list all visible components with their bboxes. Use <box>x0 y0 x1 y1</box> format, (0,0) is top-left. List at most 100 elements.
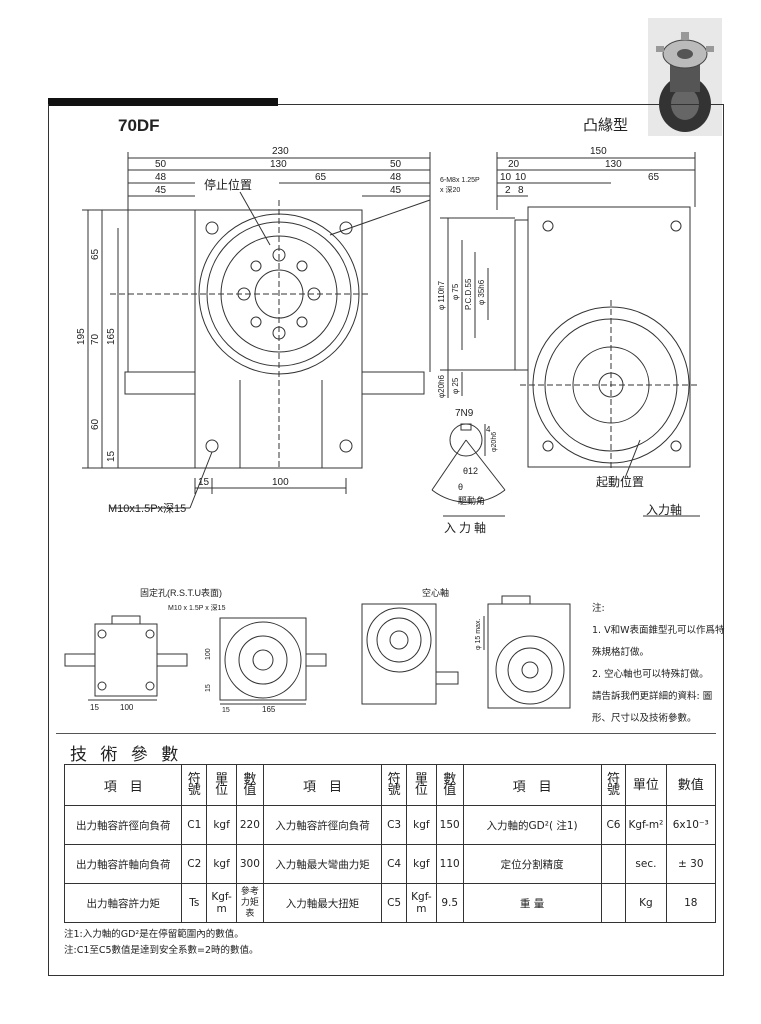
dim-50-left: 50 <box>155 159 167 170</box>
model-title: 70DF <box>118 116 160 135</box>
cell-value: ± 30 <box>665 844 716 884</box>
cell-unit: kgf <box>405 805 437 845</box>
hdr-symbol: 符號 <box>381 764 407 806</box>
dim-48-right: 48 <box>390 172 402 183</box>
cell-unit: Kgf-m <box>405 883 437 923</box>
note-line-3: 2. 空心軸也可以特殊訂做。 <box>592 669 709 680</box>
bv-dim-15h: 15 <box>222 707 230 714</box>
spec-header-row: 項 目 符號 單位 數值 項 目 符號 單位 數值 項 目 符號 單位 數值 <box>63 764 716 806</box>
stop-position-label: 停止位置 <box>204 177 252 192</box>
dim-15-v: 15 <box>106 450 117 462</box>
cell-symbol: C6 <box>600 805 627 845</box>
cell-value: 9.5 <box>435 883 464 923</box>
cell-value: 18 <box>665 883 716 923</box>
bottom-view-b <box>219 617 307 701</box>
dim-70: 70 <box>90 333 101 345</box>
side-dim-20: 20 <box>508 159 520 170</box>
note-line-5: 形、尺寸以及技術參數。 <box>592 713 697 724</box>
dim-75: φ 75 <box>451 283 460 300</box>
cell-symbol <box>600 844 627 884</box>
dim-110h7: φ 110h7 <box>437 280 446 310</box>
bv-dim-100v: 100 <box>205 648 212 660</box>
front-shaft-left <box>124 371 196 395</box>
side-dim-10b: 10 <box>515 172 527 183</box>
start-position-label: 起動位置 <box>596 474 644 489</box>
bottom-view-a <box>94 623 158 697</box>
cell-item: 出力軸容許軸向負荷 <box>63 844 183 884</box>
cell-value: 110 <box>435 844 464 884</box>
table-row: 出力軸容許徑向負荷 C1 kgf 220 入力軸容許徑向負荷 C3 kgf 15… <box>63 805 716 845</box>
side-body <box>527 206 691 468</box>
shaft-dim-20h6: φ20h6 <box>491 432 498 452</box>
cell-symbol: Ts <box>181 883 208 923</box>
cell-unit: kgf <box>206 844 237 884</box>
fix-thread-label: M10 x 1.5P x 深15 <box>168 603 226 612</box>
notes-title: 注: <box>592 603 605 614</box>
dim-45-left: 45 <box>155 185 167 196</box>
dim-45-right: 45 <box>390 185 402 196</box>
cell-symbol: C5 <box>381 883 407 923</box>
spec-table: 項 目 符號 單位 數值 項 目 符號 單位 數值 項 目 符號 單位 數值 出… <box>63 764 716 923</box>
thread-label: M10x1.5Px深15 <box>108 502 186 515</box>
side-dim-130: 130 <box>605 159 622 170</box>
section-divider <box>56 733 716 734</box>
cell-value: 220 <box>236 805 264 845</box>
cell-item: 出力軸容許力矩 <box>63 883 183 923</box>
table-row: 出力軸容許力矩 Ts Kgf-m 參考力矩表 入力軸最大扭矩 C5 Kgf-m … <box>63 883 716 923</box>
technical-drawing: 230 130 50 48 45 50 48 45 65 停止位置 195 65… <box>64 146 700 714</box>
cell-value: 參考力矩表 <box>236 883 264 923</box>
cell-unit: sec. <box>625 844 667 884</box>
dim-60: 60 <box>90 418 101 430</box>
shaft-dim-4: 4 <box>486 425 491 434</box>
key-7n9: 7N9 <box>455 408 474 419</box>
dim-48-left: 48 <box>155 172 167 183</box>
dim-195: 195 <box>76 328 87 345</box>
note-line-2: 殊規格訂做。 <box>592 647 650 658</box>
side-dim-8: 8 <box>518 185 524 196</box>
hollow-view-a <box>361 603 437 705</box>
dim-35h6: φ 35h6 <box>477 279 486 305</box>
hollow-shaft-label: 空心軸 <box>422 587 449 598</box>
dim-100: 100 <box>272 477 289 488</box>
hdr-item: 項 目 <box>462 764 602 806</box>
cell-symbol: C2 <box>181 844 208 884</box>
dim-50-right: 50 <box>390 159 402 170</box>
dim-130: 130 <box>270 159 287 170</box>
hdr-value: 數值 <box>435 764 464 806</box>
input-shaft-label: 入力軸 <box>444 521 489 535</box>
specs-title: 技 術 參 數 <box>70 745 183 765</box>
table-row: 出力軸容許軸向負荷 C2 kgf 300 入力軸最大彎曲力矩 C4 kgf 11… <box>63 844 716 884</box>
cell-value: 6x10⁻³ <box>665 805 716 845</box>
cell-value: 300 <box>236 844 264 884</box>
side-input-shaft-label: 入力軸 <box>646 503 682 517</box>
cell-symbol: C1 <box>181 805 208 845</box>
cell-unit: kgf <box>206 805 237 845</box>
shaft-theta12: θ12 <box>463 466 478 476</box>
tap-spec-1: 6-M8x 1.25P <box>440 177 480 184</box>
dim-65: 65 <box>315 172 327 183</box>
cell-unit: Kg <box>625 883 667 923</box>
cell-unit: Kgf-m <box>206 883 237 923</box>
cell-unit: kgf <box>405 844 437 884</box>
frame-top-line <box>278 104 724 105</box>
cell-symbol <box>600 883 627 923</box>
bv-dim-15v: 15 <box>205 684 212 692</box>
side-dim-2: 2 <box>505 185 511 196</box>
type-label: 凸緣型 <box>583 116 629 134</box>
cell-symbol: C4 <box>381 844 407 884</box>
hdr-item: 項 目 <box>63 764 183 806</box>
footnote-2: 注:C1至C5數值是達到安全系數=2時的數值。 <box>64 945 259 956</box>
dim-165: 165 <box>106 328 117 345</box>
side-dim-65: 65 <box>648 172 660 183</box>
bv-dim-100: 100 <box>120 703 134 712</box>
dim-pcd55: P.C.D.55 <box>464 278 473 310</box>
shaft-theta: θ <box>458 482 463 492</box>
dim-230: 230 <box>272 146 289 157</box>
hdr-item: 項 目 <box>262 764 383 806</box>
side-dim-150: 150 <box>590 146 607 157</box>
cell-symbol: C3 <box>381 805 407 845</box>
footnote-1: 注1:入力軸的GD²是在停留範圍內的數值。 <box>64 929 244 940</box>
bv-dim-165: 165 <box>262 705 276 714</box>
cell-value: 150 <box>435 805 464 845</box>
header-bar <box>48 98 278 106</box>
